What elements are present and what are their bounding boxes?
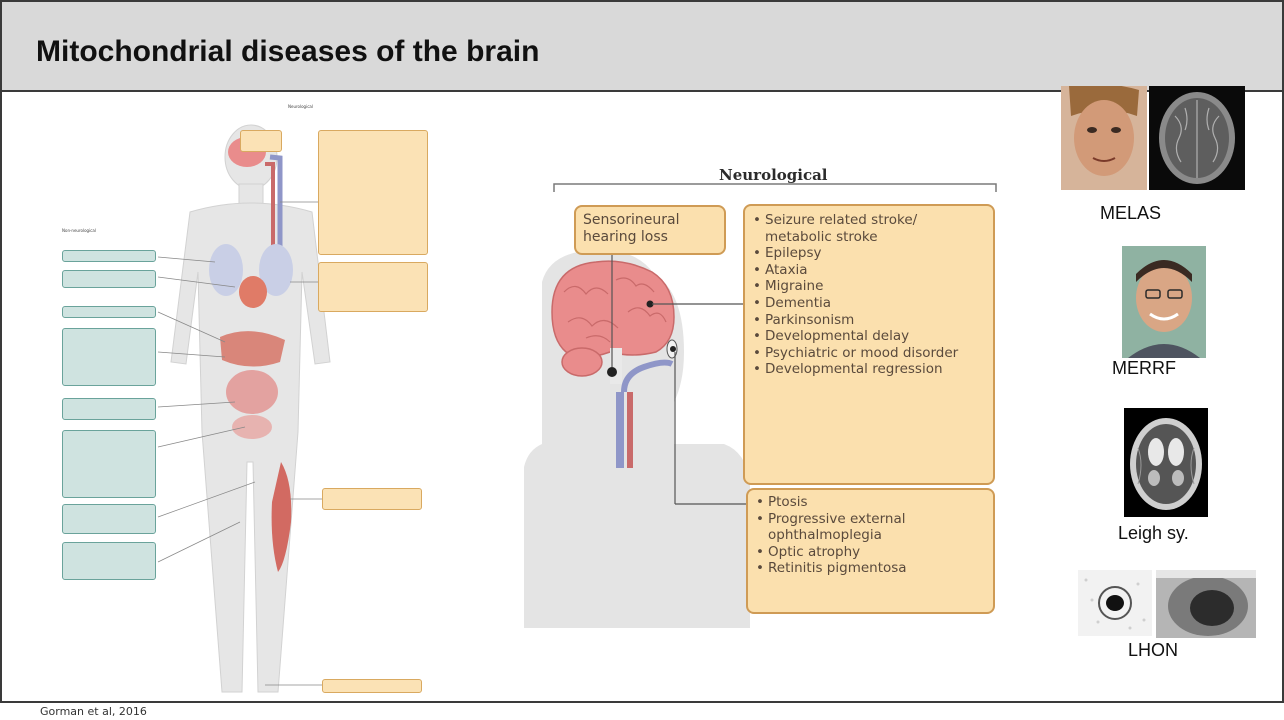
- citation: Gorman et al, 2016: [40, 705, 147, 718]
- body-box: [62, 430, 156, 498]
- symptom-item: Ataxia: [753, 262, 985, 279]
- symptom-item: Developmental regression: [753, 361, 985, 378]
- neurological-heading: Neurological: [719, 166, 828, 184]
- case-label-melas: MELAS: [1100, 203, 1161, 224]
- symptom-item: Psychiatric or mood disorder: [753, 345, 985, 362]
- merrf-patient-photo: [1122, 246, 1206, 358]
- sensorineural-box: Sensorineural hearing loss: [574, 205, 726, 255]
- symptom-item: Epilepsy: [753, 245, 985, 262]
- body-box: [322, 679, 422, 693]
- eye-symptoms-box: Ptosis Progressive external ophthalmople…: [746, 488, 995, 614]
- case-column: MELAS MERRF: [1052, 92, 1284, 702]
- symptom-item: Dementia: [753, 295, 985, 312]
- body-box: [322, 488, 422, 510]
- body-box: [240, 130, 282, 152]
- leigh-mri-image: [1124, 408, 1208, 517]
- melas-mri-image: [1149, 86, 1245, 190]
- eye-symptom-item: Ptosis: [756, 494, 985, 511]
- case-label-leigh: Leigh sy.: [1118, 523, 1189, 544]
- lhon-visual-field-image: [1078, 570, 1152, 636]
- body-diagram: Neurological Non-neurological: [40, 102, 440, 702]
- body-box: [318, 262, 428, 312]
- eye-symptom-item: Progressive external ophthalmoplegia: [756, 511, 985, 544]
- body-box: [62, 306, 156, 318]
- body-box: [62, 542, 156, 580]
- lhon-fundus-image: [1156, 570, 1256, 638]
- body-box: [62, 270, 156, 288]
- slide: Mitochondrial diseases of the brain Neur…: [0, 0, 1284, 703]
- body-box: [62, 250, 156, 262]
- case-label-merrf: MERRF: [1112, 358, 1176, 379]
- symptom-item: Parkinsonism: [753, 312, 985, 329]
- symptom-item: Seizure related stroke/ metabolic stroke: [753, 212, 985, 245]
- symptom-item: Developmental delay: [753, 328, 985, 345]
- eye-symptom-item: Retinitis pigmentosa: [756, 560, 985, 577]
- body-box: [62, 504, 156, 534]
- neurological-figure: Neurological Sensorineural hearing loss …: [524, 162, 1012, 628]
- slide-title: Mitochondrial diseases of the brain: [36, 35, 539, 69]
- symptom-item: Migraine: [753, 278, 985, 295]
- case-label-lhon: LHON: [1128, 640, 1178, 661]
- body-box: [62, 328, 156, 386]
- eye-symptom-item: Optic atrophy: [756, 544, 985, 561]
- body-box: [62, 398, 156, 420]
- body-box: [318, 130, 428, 255]
- melas-patient-photo: [1061, 86, 1147, 190]
- title-bar: Mitochondrial diseases of the brain: [2, 2, 1282, 92]
- neurological-symptoms-box: Seizure related stroke/ metabolic stroke…: [743, 204, 995, 485]
